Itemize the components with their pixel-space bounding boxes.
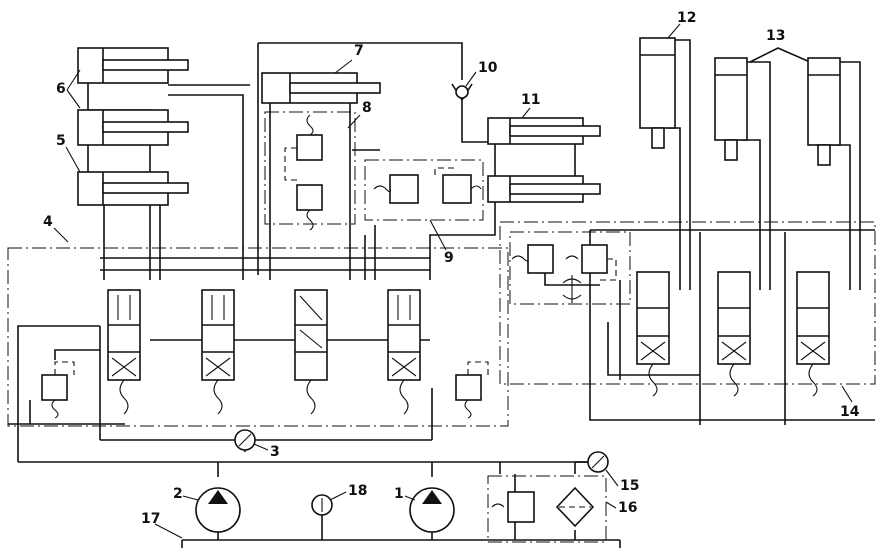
label-1: 1: [394, 486, 404, 502]
directional-valve-b: [201, 289, 235, 415]
check-valve-10: [451, 83, 473, 102]
cylinder-13-left: [714, 57, 748, 161]
label-13: 13: [766, 28, 785, 44]
label-17: 17: [141, 511, 160, 527]
directional-valve-a: [107, 289, 141, 415]
flow-valve-right: [565, 244, 617, 281]
relief-valve-left: [41, 361, 75, 419]
throttle-orifice: [562, 275, 582, 303]
directional-valve-g: [796, 271, 830, 397]
label-14: 14: [840, 404, 860, 420]
label-18: 18: [348, 483, 367, 499]
pump-2: [195, 487, 241, 533]
directional-valves: [107, 271, 830, 415]
pump-1: [409, 487, 455, 533]
cylinder-6-upper: [77, 47, 189, 84]
pressure-valve-8-upper: [284, 114, 323, 181]
directional-valve-e: [636, 271, 670, 397]
label-15: 15: [620, 478, 639, 494]
flow-valve-left: [511, 244, 554, 274]
label-2: 2: [173, 486, 183, 502]
pressure-valves-8-boundary: [264, 111, 356, 225]
cylinder-7: [261, 72, 381, 104]
directional-valve-f: [717, 271, 751, 397]
pressure-gauge-3: [234, 429, 256, 452]
flow-control-unit-boundary: [509, 231, 631, 305]
label-16: 16: [618, 500, 637, 516]
cylinder-11-lower: [487, 175, 601, 203]
directional-valve-d: [387, 289, 421, 415]
sequence-valve-9-left: [373, 174, 419, 204]
label-9: 9: [444, 250, 454, 266]
label-8: 8: [362, 100, 372, 116]
cylinders: [77, 37, 841, 206]
label-10: 10: [478, 60, 498, 76]
relief-valve-right: [455, 361, 489, 419]
filter-unit-16-boundary: [487, 475, 607, 543]
label-7: 7: [354, 43, 364, 59]
label-3: 3: [270, 444, 280, 460]
cylinder-12: [639, 37, 676, 149]
filter-unit-16: [491, 486, 595, 528]
label-4: 4: [43, 214, 53, 230]
sequence-valves-9-boundary: [364, 159, 484, 221]
label-6: 6: [56, 81, 66, 97]
pressure-gauge-15: [587, 451, 609, 473]
label-5: 5: [56, 133, 66, 149]
label-11: 11: [521, 92, 540, 108]
valve-block-14-boundary: [499, 221, 876, 385]
cylinder-5: [77, 171, 189, 206]
directional-valve-c: [294, 289, 328, 415]
pressure-valve-8-lower: [296, 184, 323, 231]
callout-labels: 1 2 3 4 5 6 7 8 9 10 11 12 13 14 15 16 1…: [43, 10, 860, 539]
piping: [8, 39, 875, 548]
cylinder-6-lower: [77, 109, 189, 146]
sequence-valve-9-right: [434, 167, 482, 204]
cylinder-13-right: [807, 57, 841, 166]
pressure-valves: [41, 114, 617, 419]
label-12: 12: [677, 10, 696, 26]
cylinder-11-upper: [487, 117, 601, 145]
thermometer-18: [311, 494, 333, 516]
